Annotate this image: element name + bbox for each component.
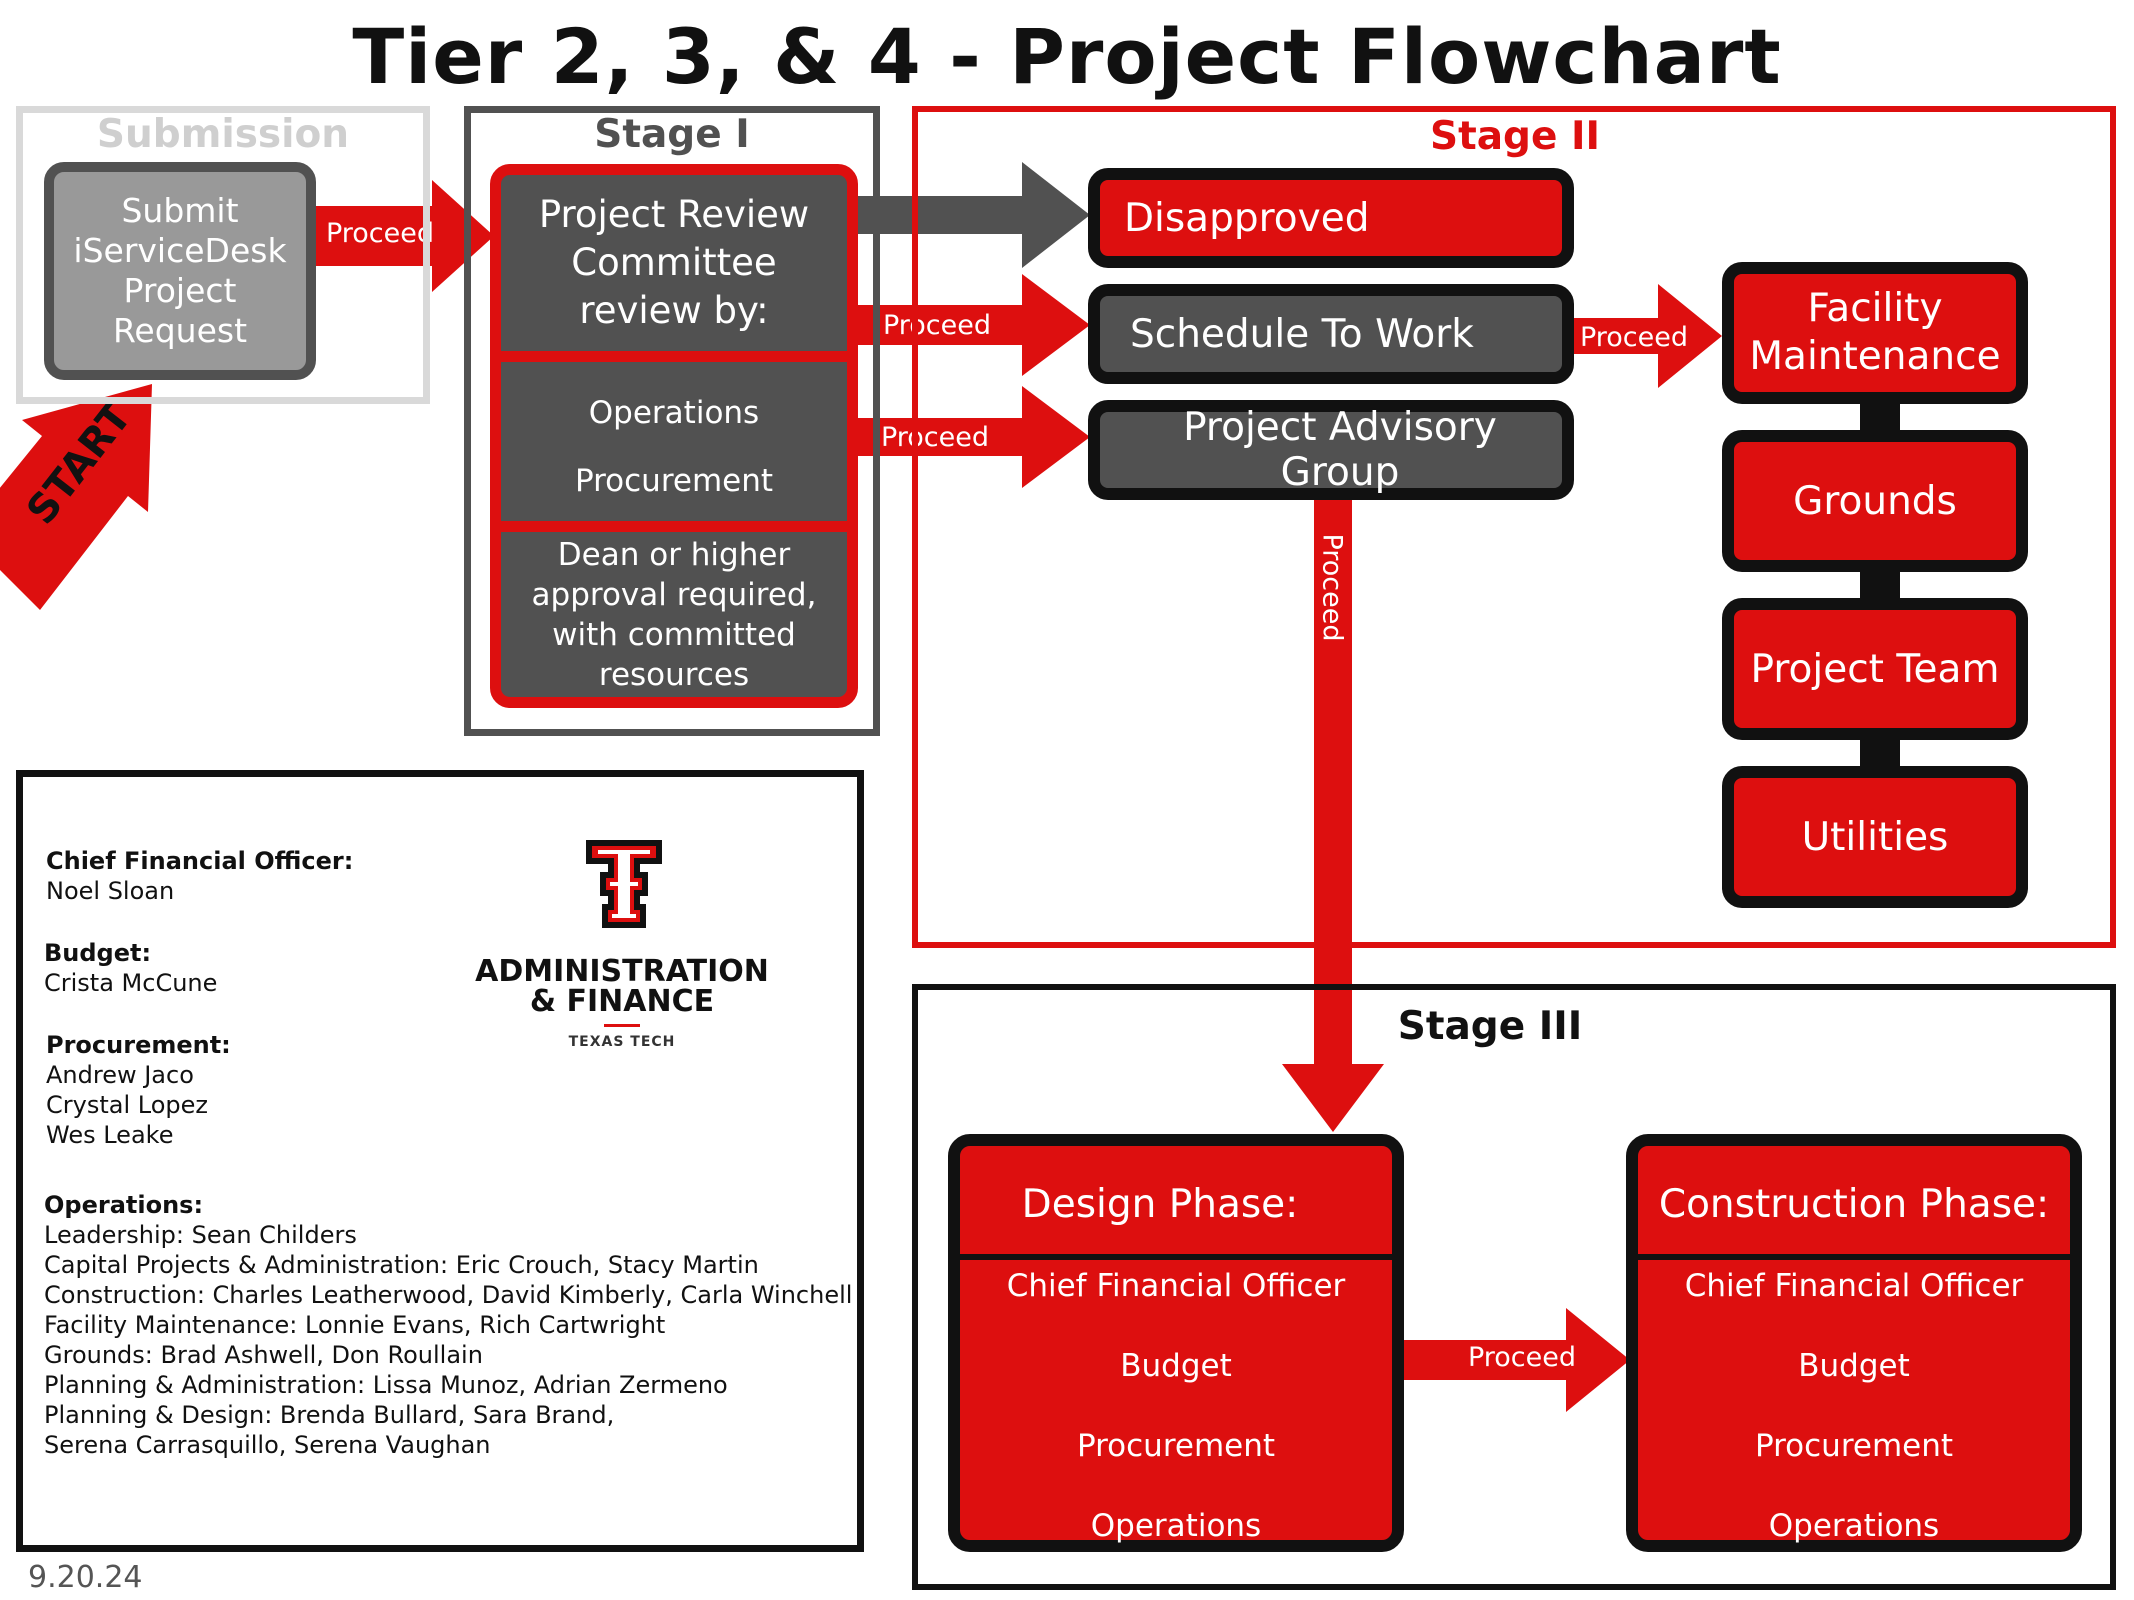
team-label: Utilities: [1801, 814, 1949, 860]
construction-item: Procurement: [1754, 1428, 1954, 1464]
document-date: 9.20.24: [28, 1560, 143, 1595]
disapproved-box[interactable]: Disapproved: [1088, 168, 1574, 268]
review-committee-box: Project Review Committee review by: Oper…: [490, 164, 858, 708]
divider: [501, 521, 847, 532]
stage2-frame: [912, 106, 2116, 948]
contact-procurement: Procurement: Andrew Jaco Crystal Lopez W…: [46, 1030, 231, 1150]
stage1-frame: [464, 106, 880, 736]
arrow-advisory-to-design: [1282, 500, 1384, 1132]
logo-line1: ADMINISTRATION: [475, 954, 769, 989]
arrow-to-facility: [1574, 284, 1722, 388]
contact-title: Budget:: [44, 939, 152, 967]
team-facility-maintenance[interactable]: Facility Maintenance: [1722, 262, 2028, 404]
contact-operations: Operations: Leadership: Sean Childers Ca…: [44, 1190, 852, 1460]
advisory-group-text: Project Advisory Group: [1183, 405, 1497, 495]
divider: [501, 351, 847, 362]
stage3-frame: [912, 984, 2116, 1590]
proceed-label: Proceed: [882, 310, 992, 341]
logo-line3: TEXAS TECH: [568, 1034, 676, 1050]
contact-line: Capital Projects & Administration: Eric …: [44, 1251, 759, 1279]
proceed-label: Proceed: [880, 422, 990, 453]
submission-frame: [16, 106, 430, 404]
contact-line: Planning & Administration: Lissa Munoz, …: [44, 1371, 728, 1399]
start-arrow: [0, 384, 152, 610]
contact-title: Operations:: [44, 1191, 204, 1219]
arrow-to-schedule: [854, 274, 1090, 376]
contact-name: Wes Leake: [46, 1121, 174, 1149]
stage1-label: Stage I: [594, 112, 750, 157]
team-grounds[interactable]: Grounds: [1722, 430, 2028, 572]
schedule-to-work-text: Schedule To Work: [1130, 311, 1474, 357]
contact-line: Grounds: Brad Ashwell, Don Roullain: [44, 1341, 483, 1369]
review-operations: Operations: [588, 395, 760, 431]
submit-request-box[interactable]: Submit iServiceDesk Project Request: [44, 162, 316, 380]
dean-approval-text: Dean or higher approval required, with c…: [531, 536, 817, 693]
design-phase-box[interactable]: Design Phase: Chief Financial Officer Bu…: [948, 1134, 1404, 1552]
disapproved-text: Disapproved: [1124, 195, 1370, 241]
construction-item: Budget: [1798, 1348, 1910, 1384]
construction-item: Operations: [1768, 1508, 1940, 1544]
stage2-label: Stage II: [1429, 114, 1600, 159]
construction-phase-title: Construction Phase:: [1658, 1182, 2050, 1227]
contacts-panel: [16, 770, 864, 1552]
design-phase-title: Design Phase:: [1021, 1182, 1299, 1227]
design-item: Chief Financial Officer: [1006, 1268, 1346, 1304]
contact-title: Chief Financial Officer:: [46, 847, 354, 875]
page-title: Tier 2, 3, & 4 - Project Flowchart: [352, 12, 1782, 101]
logo-divider: [604, 1024, 640, 1027]
design-item: Operations: [1090, 1508, 1262, 1544]
team-label: Facility Maintenance: [1749, 286, 2001, 379]
contact-name: Crystal Lopez: [46, 1091, 208, 1119]
advisory-group-box[interactable]: Project Advisory Group: [1088, 400, 1574, 500]
contact-name: Andrew Jaco: [46, 1061, 194, 1089]
contact-title: Procurement:: [46, 1031, 231, 1059]
logo-line2: & FINANCE: [529, 984, 715, 1019]
team-project-team[interactable]: Project Team: [1722, 598, 2028, 740]
contact-line: Planning & Design: Brenda Bullard, Sara …: [44, 1401, 615, 1429]
divider: [960, 1254, 1392, 1260]
contact-name: Noel Sloan: [46, 877, 175, 905]
contact-line: Facility Maintenance: Lonnie Evans, Rich…: [44, 1311, 666, 1339]
arrow-to-disapproved: [854, 162, 1090, 268]
construction-item: Chief Financial Officer: [1684, 1268, 2024, 1304]
proceed-label: Proceed: [325, 218, 435, 249]
double-t-logo-icon: [586, 840, 662, 928]
design-item: Procurement: [1076, 1428, 1276, 1464]
team-utilities[interactable]: Utilities: [1722, 766, 2028, 908]
contact-budget: Budget: Crista McCune: [44, 938, 217, 998]
arrow-design-to-construction: [1404, 1308, 1630, 1412]
review-committee-title: Project Review Committee review by:: [538, 193, 810, 332]
team-label: Project Team: [1750, 646, 2000, 692]
schedule-to-work-box[interactable]: Schedule To Work: [1088, 284, 1574, 384]
divider: [1638, 1254, 2070, 1260]
contact-cfo: Chief Financial Officer: Noel Sloan: [46, 846, 353, 906]
construction-phase-box[interactable]: Construction Phase: Chief Financial Offi…: [1626, 1134, 2082, 1552]
submission-label: Submission: [96, 112, 350, 157]
stage3-label: Stage III: [1397, 1004, 1583, 1049]
team-label: Grounds: [1793, 478, 1957, 524]
arrow-to-advisory: [854, 386, 1090, 488]
contact-line: Construction: Charles Leatherwood, David…: [44, 1281, 853, 1309]
arrow-submission-to-stage1: [310, 180, 494, 292]
proceed-label: Proceed: [1467, 1342, 1577, 1373]
contact-name: Crista McCune: [44, 969, 218, 997]
proceed-label: Proceed: [1579, 322, 1689, 353]
contact-line: Leadership: Sean Childers: [44, 1221, 357, 1249]
submit-request-text: Submit iServiceDesk Project Request: [73, 191, 287, 350]
contact-line: Serena Carrasquillo, Serena Vaughan: [44, 1431, 491, 1459]
review-procurement: Procurement: [574, 463, 774, 499]
design-item: Budget: [1120, 1348, 1232, 1384]
